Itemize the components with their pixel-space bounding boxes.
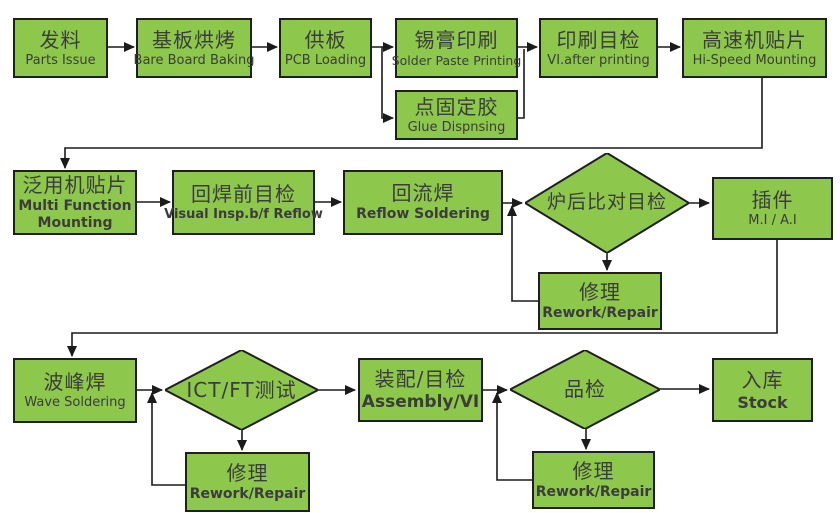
node-rework-qc[interactable]: 修理 Rework/Repair: [532, 451, 655, 509]
node-post-reflow-inspection[interactable]: 炉后比对目检: [525, 153, 689, 253]
edge-loading-to-glue: [381, 47, 394, 123]
node-vi-after-printing[interactable]: 印刷目检 VI.after printing: [539, 18, 658, 78]
node-insertion-en: M.I / A.I: [748, 213, 797, 229]
node-assembly-vi[interactable]: 装配/目检 Assembly/VI: [358, 358, 483, 422]
node-solder-paste-printing-zh: 锡膏印刷: [414, 27, 499, 52]
node-reflow-soldering-zh: 回流焊: [391, 181, 455, 206]
node-visual-insp-bf-reflow-zh: 回焊前目检: [191, 182, 296, 207]
node-rework-qc-en: Rework/Repair: [535, 483, 652, 500]
node-parts-issue-zh: 发料: [39, 27, 82, 52]
diamond-shape: [510, 350, 660, 429]
node-bare-board-baking-en: Bare Board Baking: [133, 52, 255, 68]
node-hi-speed-mounting-en: Hi-Speed Mounting: [692, 52, 817, 68]
node-wave-soldering-zh: 波峰焊: [43, 370, 107, 395]
node-reflow-soldering[interactable]: 回流焊 Reflow Soldering: [343, 170, 503, 235]
node-insertion-zh: 插件: [751, 188, 794, 213]
node-visual-insp-bf-reflow[interactable]: 回焊前目检 Visual Insp.b/f Reflow: [164, 170, 323, 235]
node-stock-en: Stock: [737, 392, 788, 412]
node-hi-speed-mounting[interactable]: 高速机贴片 Hi-Speed Mounting: [682, 18, 827, 78]
node-assembly-vi-en: Assembly/VI: [361, 392, 480, 413]
node-rework-ict-zh: 修理: [226, 460, 269, 485]
edge-hispeed-to-multi: [60, 78, 763, 169]
edge-insertion-to-wave: [67, 240, 778, 357]
node-rework-reflow[interactable]: 修理 Rework/Repair: [538, 272, 662, 330]
node-rework-qc-zh: 修理: [572, 458, 615, 483]
node-assembly-vi-zh: 装配/目检: [374, 367, 467, 392]
node-multi-function-mounting-zh: 泛用机贴片: [22, 172, 128, 197]
node-post-reflow-inspection-zh: 炉后比对目检: [546, 191, 667, 214]
node-stock[interactable]: 入库 Stock: [712, 358, 813, 422]
node-insertion[interactable]: 插件 M.I / A.I: [712, 177, 833, 240]
node-quality-check[interactable]: 品检: [510, 350, 660, 429]
node-stock-zh: 入库: [741, 367, 784, 392]
node-ict-ft-test-zh: ICT/FT测试: [186, 377, 297, 402]
node-bare-board-baking[interactable]: 基板烘烤 Bare Board Baking: [133, 18, 255, 78]
node-pcb-loading-zh: 供板: [304, 27, 347, 52]
node-glue-dispensing[interactable]: 点固定胶 Glue Dispnsing: [395, 90, 518, 140]
node-glue-dispensing-zh: 点固定胶: [414, 94, 499, 119]
node-ict-ft-test[interactable]: ICT/FT测试: [165, 350, 318, 430]
edge-rework1-loop: [507, 205, 538, 302]
node-solder-paste-printing[interactable]: 锡膏印刷 Solder Paste Printing: [392, 18, 521, 78]
edge-glue-merge: [518, 49, 525, 119]
node-visual-insp-bf-reflow-en: Visual Insp.b/f Reflow: [164, 207, 323, 223]
node-pcb-loading[interactable]: 供板 PCB Loading: [279, 18, 372, 78]
node-parts-issue-en: Parts Issue: [25, 52, 96, 68]
node-rework-ict[interactable]: 修理 Rework/Repair: [185, 452, 310, 512]
node-bare-board-baking-zh: 基板烘烤: [152, 27, 236, 52]
node-pcb-loading-en: PCB Loading: [284, 52, 367, 68]
node-vi-after-printing-en: VI.after printing: [547, 52, 650, 68]
edge-rework2-loop: [147, 392, 185, 486]
node-quality-check-zh: 品检: [564, 377, 606, 401]
node-parts-issue[interactable]: 发料 Parts Issue: [13, 18, 108, 78]
diamond-shape: [165, 350, 318, 430]
diamond-shape: [525, 153, 689, 253]
node-multi-function-mounting[interactable]: 泛用机贴片 Multi Function Mounting: [13, 170, 137, 235]
node-wave-soldering[interactable]: 波峰焊 Wave Soldering: [13, 358, 137, 423]
node-rework-reflow-en: Rework/Repair: [542, 304, 658, 321]
node-reflow-soldering-en: Reflow Soldering: [356, 206, 490, 223]
node-solder-paste-printing-en: Solder Paste Printing: [391, 52, 522, 68]
node-vi-after-printing-zh: 印刷目检: [556, 27, 641, 52]
node-multi-function-mounting-en: Multi Function Mounting: [18, 197, 132, 231]
node-rework-reflow-zh: 修理: [579, 279, 621, 304]
edge-rework3-loop: [492, 392, 532, 481]
node-hi-speed-mounting-zh: 高速机贴片: [702, 27, 807, 52]
node-wave-soldering-en: Wave Soldering: [24, 395, 126, 411]
node-rework-ict-en: Rework/Repair: [189, 485, 306, 502]
node-glue-dispensing-en: Glue Dispnsing: [407, 119, 506, 135]
